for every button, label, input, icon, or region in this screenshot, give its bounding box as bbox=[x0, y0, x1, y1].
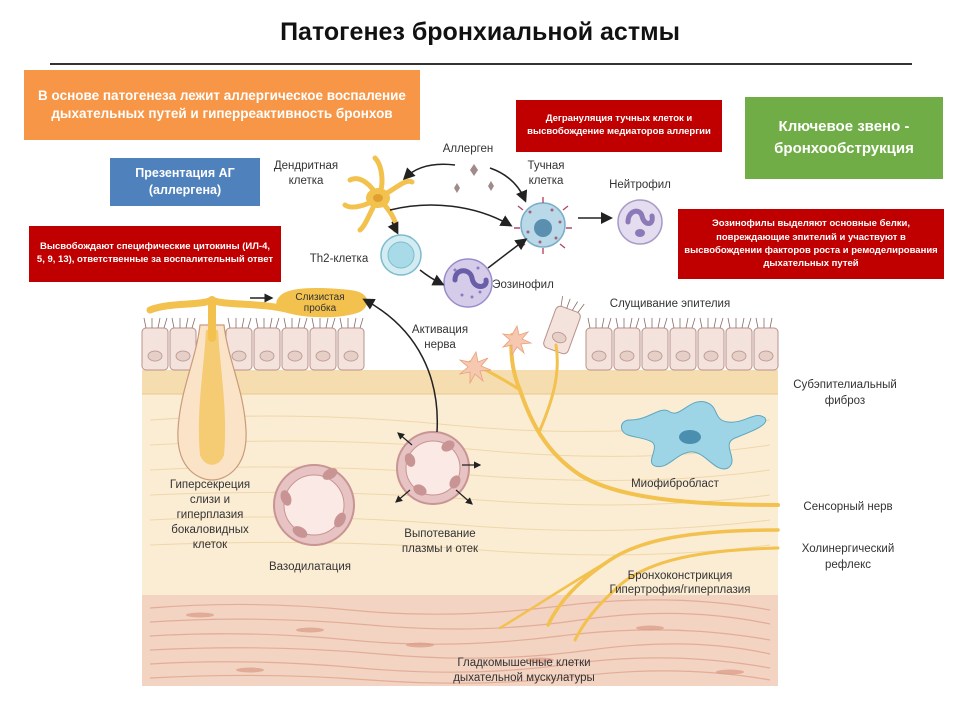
label-nerve-act-2: нерва bbox=[424, 339, 456, 351]
diagram-labels: Аллерген Дендритная клетка Тучная клетка… bbox=[170, 143, 897, 684]
label-mucus-2: пробка bbox=[304, 302, 337, 314]
label-mucus-1: Слизистая bbox=[295, 292, 344, 303]
eosinophil-cell bbox=[443, 258, 493, 308]
cytokines-box: Высвобождают специфические цитокины (ИЛ-… bbox=[29, 226, 281, 282]
label-neutrophil: Нейтрофил bbox=[609, 179, 671, 191]
label-th2: Th2-клетка bbox=[310, 253, 369, 265]
neutrophil-cell bbox=[617, 199, 663, 245]
label-bronchoconstriction: Бронхоконстрикция bbox=[628, 570, 733, 582]
label-fibrosis-1: Субэпителиальный bbox=[793, 379, 897, 391]
epithelium-left bbox=[141, 317, 365, 371]
label-mast-1: Тучная bbox=[527, 160, 564, 172]
label-cholinergic-2: рефлекс bbox=[825, 559, 871, 571]
allergen-particles bbox=[454, 164, 494, 193]
label-allergen: Аллерген bbox=[443, 143, 494, 155]
epithelium-right bbox=[543, 296, 779, 371]
dendritic-cell bbox=[342, 155, 415, 233]
label-hypersecretion-3: гиперплазия bbox=[177, 509, 244, 521]
pathway-arrows bbox=[250, 163, 613, 433]
myofibroblast-cell bbox=[621, 401, 767, 470]
label-dendritic-2: клетка bbox=[289, 175, 324, 187]
label-nerve-act-1: Активация bbox=[412, 324, 468, 336]
label-vasodilation: Вазодилатация bbox=[269, 561, 351, 573]
key-link-box: Ключевое звено - бронхообструкция bbox=[745, 97, 943, 179]
label-hypersecretion-2: слизи и bbox=[190, 494, 230, 506]
eosinophil-proteins-box: Эозинофилы выделяют основные белки, повр… bbox=[678, 209, 944, 279]
mast-degranulation-box: Дегрануляция тучных клеток и высвобожден… bbox=[516, 100, 722, 152]
label-hypersecretion-4: бокаловидных bbox=[171, 524, 249, 536]
main-mechanism-box: В основе патогенеза лежит аллергическое … bbox=[24, 70, 420, 140]
label-smooth-muscle-2: дыхательной мускулатуры bbox=[453, 672, 595, 684]
title-divider bbox=[50, 63, 912, 65]
label-plasma-1: Выпотевание bbox=[404, 528, 475, 540]
label-epithelium-shed: Слущивание эпителия bbox=[610, 298, 730, 310]
label-myofibroblast: Миофибробласт bbox=[631, 478, 720, 490]
label-eosinophil: Эозинофил bbox=[492, 279, 554, 291]
mucus-plug bbox=[276, 288, 368, 318]
th2-cell bbox=[380, 234, 422, 276]
label-smooth-muscle-1: Гладкомышечные клетки bbox=[457, 657, 590, 669]
label-plasma-2: плазмы и отек bbox=[402, 543, 479, 555]
label-cholinergic-1: Холинергический bbox=[802, 543, 895, 555]
mucus-gland bbox=[146, 296, 294, 481]
label-hypertrophy: Гипертрофия/гиперплазия bbox=[610, 584, 751, 596]
label-hypersecretion-1: Гиперсекреция bbox=[170, 479, 250, 491]
nerve-activation-bursts bbox=[458, 324, 533, 385]
label-hypersecretion-5: клеток bbox=[193, 539, 228, 551]
nerve-fibers bbox=[468, 333, 780, 642]
label-dendritic-1: Дендритная bbox=[274, 160, 338, 172]
vessel-vasodilation bbox=[273, 464, 355, 546]
vessel-plasma-leak bbox=[395, 431, 482, 505]
ag-presentation-box: Презентация АГ (аллергена) bbox=[110, 158, 260, 206]
label-sensory-nerve: Сенсорный нерв bbox=[803, 501, 892, 513]
page-title: Патогенез бронхиальной астмы bbox=[280, 18, 680, 46]
label-fibrosis-2: фиброз bbox=[825, 395, 865, 407]
label-mast-2: клетка bbox=[529, 175, 564, 187]
mast-cell bbox=[514, 197, 572, 254]
